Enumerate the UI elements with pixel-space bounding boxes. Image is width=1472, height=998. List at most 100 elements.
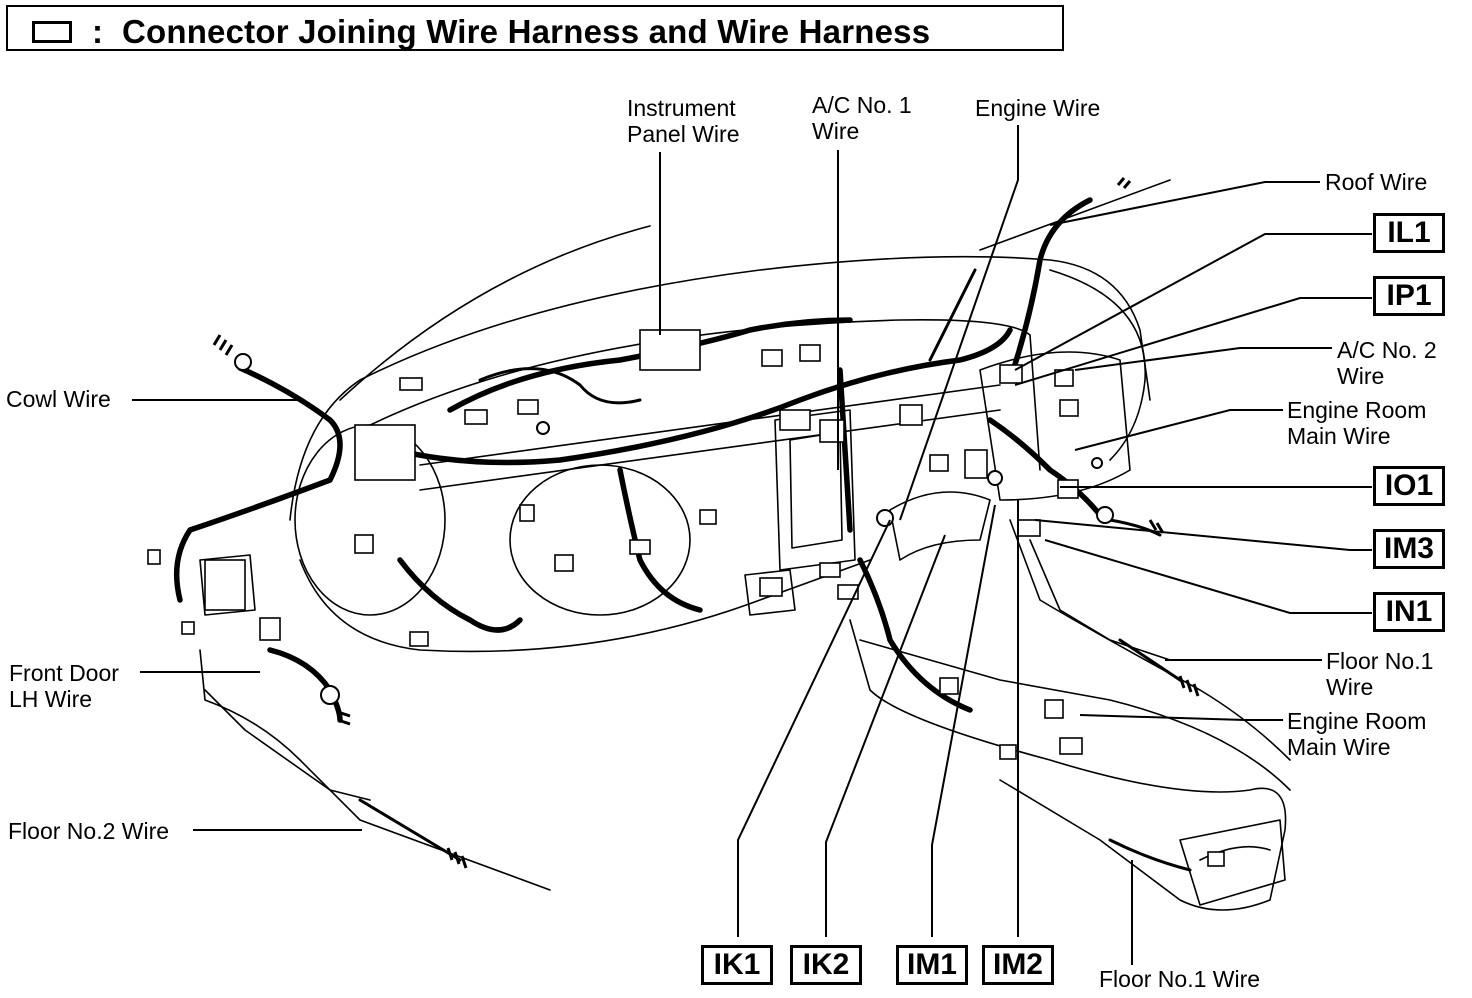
console-top-edge [859,639,1291,791]
connector-block [519,504,535,522]
dash-rail-1 [419,384,1001,466]
center-bar [889,491,991,561]
leader-ik2 [825,534,946,937]
roof-wire-label: Roof Wire [1325,169,1428,195]
connector-block [964,449,988,479]
roof-line [979,179,1171,251]
connector-block [779,409,811,431]
harness-vertical [837,367,853,533]
label-line: Instrument [627,95,736,121]
connector-block [354,424,416,481]
body-outline-top [289,255,1151,521]
label-line: Main Wire [1287,734,1391,760]
leader-roof-wire [1049,181,1320,226]
label-line: Wire [1337,363,1385,389]
connector-block [464,409,488,425]
pillar-right [1049,269,1146,461]
connector-block [554,554,574,572]
left-kick-panel [199,649,551,891]
connector-block [259,617,281,641]
connector-block [999,744,1017,760]
harness-right-run [987,417,1103,518]
connector-code-im1: IM1 [896,945,968,985]
connector-block [929,454,949,472]
harness-drop-center [617,467,703,613]
leader-im3 [1034,519,1372,551]
windshield-line [339,225,651,401]
right-lower-panel [1029,539,1171,661]
connector-block [939,677,959,695]
floor-left-duct [204,689,371,801]
connector-block [1059,737,1083,755]
grommet [1091,457,1103,469]
label-line: A/C No. 2 [1337,337,1437,363]
grommet [1096,506,1114,524]
cowl-wire-bundle [173,365,343,603]
connector-block [354,534,374,554]
leader-engine-room-main-bottom [1079,714,1283,721]
engine-wire-label: Engine Wire [975,95,1101,121]
label-line: LH Wire [9,686,93,712]
dash-front-face [299,559,871,653]
engine-room-main-wire-bottom-label: Engine Room Main Wire [1287,708,1426,760]
left-fuse-block [199,554,256,616]
title-box: : Connector Joining Wire Harness and Wir… [6,5,1064,51]
right-junction-panel [979,351,1131,501]
leader-engine-wire [899,125,1019,521]
grommet [987,470,1003,486]
harness-front-door [267,647,343,723]
connector-block [147,549,161,565]
title-heading: Connector Joining Wire Harness and Wire … [121,13,931,50]
connector-code-im2: IM2 [982,945,1054,985]
instrument-panel-wire-label: Instrument Panel Wire [627,95,739,147]
floor-no1-right-end [1178,675,1200,697]
connector-block [517,399,539,415]
grommet [320,685,340,705]
title-text: : Connector Joining Wire Harness and Wir… [92,13,930,51]
harness-thin-4 [1108,518,1162,537]
connector-block [1044,699,1064,719]
connector-code-in1: IN1 [1373,592,1445,632]
connector-code-ik2: IK2 [790,945,862,985]
connector-block [629,539,651,555]
console-side [1009,519,1291,761]
cowl-wire-label: Cowl Wire [6,386,111,412]
leader-il1 [1014,233,1372,371]
floor-no2-wire-bundle [358,798,462,862]
connector-block [1057,479,1079,499]
label-line: Wire [1326,674,1374,700]
connector-code-im3: IM3 [1373,529,1445,569]
grommet [536,421,550,435]
title-separator: : [92,13,104,50]
ac-no1-wire-label: A/C No. 1 Wire [812,92,912,144]
connector-block [819,419,845,443]
floor-no1-wire-bottom-label: Floor No.1 Wire [1099,966,1261,992]
leader-im1 [931,504,996,937]
connector-block [759,577,783,597]
connector-block [1017,519,1041,537]
center-stack [774,409,856,571]
floor-no1-wire-right-label: Floor No.1 Wire [1326,648,1433,700]
center-stack-inner [789,431,843,549]
harness-main-run [357,327,1013,466]
harness-thin-2 [928,268,977,362]
lower-bracket [744,569,796,616]
connector-block [1207,851,1225,867]
connector-block [899,404,923,426]
connector-block [181,621,195,635]
leader-ac-no2-wire [1074,347,1332,371]
cowl-wire-end [212,334,234,356]
connector-code-io1: IO1 [1373,466,1445,506]
ac-no2-wire-label: A/C No. 2 Wire [1337,337,1437,389]
label-line: Engine Room [1287,708,1427,734]
connector-block [399,377,423,391]
leader-in1 [1044,539,1372,614]
floor-no2-wire-end [446,847,468,869]
front-door-wire-end [337,710,351,726]
connector-code-ip1: IP1 [1373,276,1445,316]
label-line: Panel Wire [627,121,740,147]
grommet [234,353,252,371]
cluster-center [509,464,691,616]
